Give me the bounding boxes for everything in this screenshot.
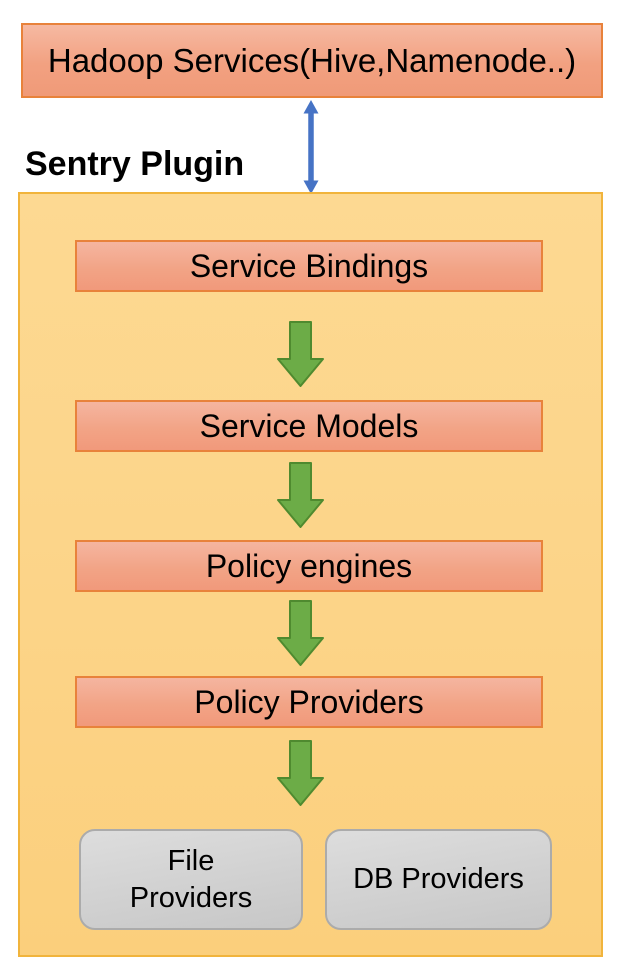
down-arrow-icon — [277, 462, 324, 528]
db-providers-box: DB Providers — [325, 829, 552, 930]
layer-service-bindings: Service Bindings — [75, 240, 543, 292]
sentry-plugin-title: Sentry Plugin — [25, 145, 245, 183]
provider-label-line: DB Providers — [353, 863, 524, 895]
down-arrow-icon — [277, 600, 324, 666]
file-providers-box: File Providers — [79, 829, 303, 930]
layer-policy-providers: Policy Providers — [75, 676, 543, 728]
down-arrow-icon — [277, 740, 324, 806]
provider-label-line: Providers — [129, 881, 253, 914]
hadoop-services-label: Hadoop Services(Hive,Namenode..) — [47, 41, 577, 79]
layer-label: Policy Providers — [194, 683, 424, 720]
layer-label: Service Models — [199, 407, 419, 444]
down-arrow-icon — [277, 321, 324, 387]
hadoop-services-box: Hadoop Services(Hive,Namenode..) — [21, 23, 603, 98]
layer-label: Policy engines — [205, 547, 413, 584]
layer-policy-engines: Policy engines — [75, 540, 543, 592]
layer-service-models: Service Models — [75, 400, 543, 452]
layer-label: Service Bindings — [189, 247, 429, 284]
double-vertical-arrow-icon — [303, 100, 319, 194]
provider-label-line: File — [167, 844, 215, 877]
